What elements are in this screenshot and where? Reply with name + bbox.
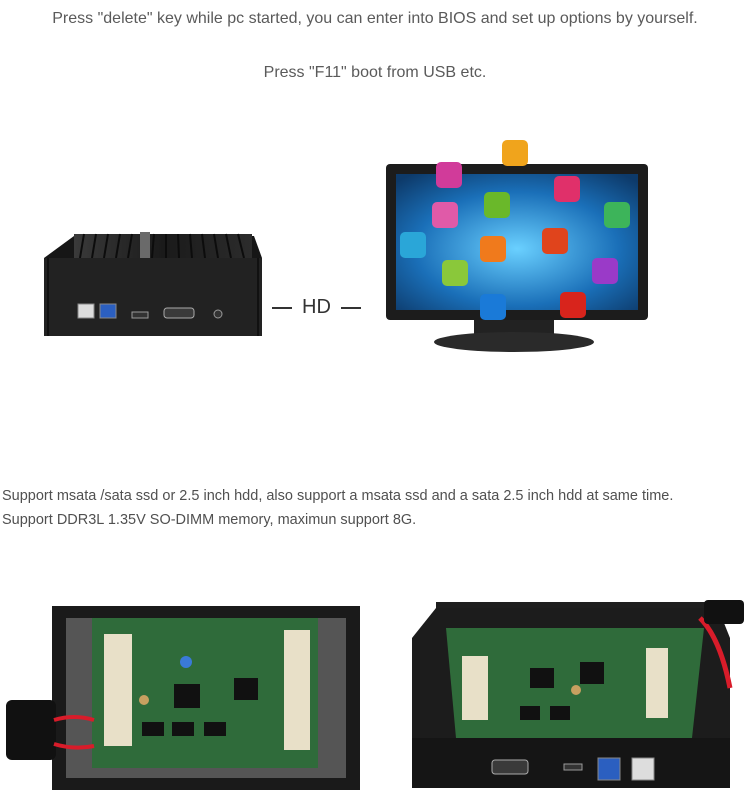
- dash-right: [340, 306, 361, 309]
- usb-boot-instruction: Press "F11" boot from USB etc.: [263, 64, 487, 81]
- motherboard-top-image: [6, 606, 360, 790]
- storage-support-text: Support msata /sata ssd or 2.5 inch hdd,…: [2, 488, 674, 504]
- bios-instruction: Press "delete" key while pc started, you…: [52, 10, 698, 27]
- memory-support-text: Support DDR3L 1.35V SO-DIMM memory, maxi…: [2, 512, 417, 528]
- motherboard-angled-image: [412, 600, 744, 788]
- mini-pc-image: [44, 232, 262, 336]
- dash-left: [272, 306, 292, 309]
- hd-text: HD: [302, 296, 331, 318]
- hd-connection-label: HD: [272, 296, 361, 319]
- monitor-image: [386, 140, 648, 352]
